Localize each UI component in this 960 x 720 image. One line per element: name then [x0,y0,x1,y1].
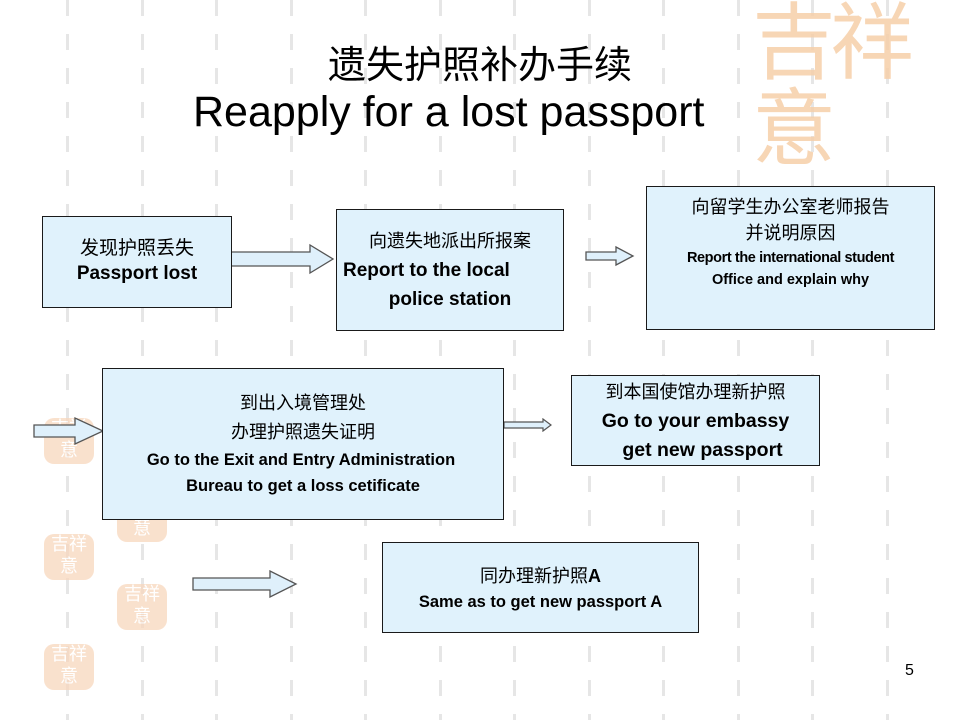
step-text-chinese: 向留学生办公室老师报告 [691,197,890,218]
page-number: 5 [905,662,914,679]
step-text-chinese: 发现护照丢失 [79,237,194,259]
step-text-suffix: A [588,566,601,586]
step-text-english: get new passport [622,439,783,461]
background-dashed-line [811,0,814,720]
arrow-right-icon [585,245,635,267]
step-text-chinese: 向遗失地派出所报案 [369,231,531,252]
step-text-english: Bureau to get a loss cetificate [186,477,420,495]
step-text-english: Passport lost [76,263,198,284]
seal-decoration: 吉祥意 [44,644,94,690]
seal-decoration: 吉祥意 [117,584,167,630]
step-text-english: Go to your embassy [601,410,790,432]
step-box-passport-lost: 发现护照丢失 Passport lost [42,216,232,308]
step-text-english: Report the international student [686,250,895,266]
seal-decoration-large: 吉祥意 [752,0,914,178]
background-dashed-line [886,0,889,720]
step-text-chinese: 到本国使馆办理新护照 [605,382,786,403]
background-dashed-line [364,0,367,720]
background-dashed-line [588,0,591,720]
slide-title-english: Reapply for a lost passport [193,88,705,136]
background-dashed-line [290,0,293,720]
step-text-chinese: 到出入境管理处 [240,393,366,414]
step-text-english: Go to the Exit and Entry Administration [146,451,456,469]
step-box-report-police: 向遗失地派出所报案 Report to the local police sta… [336,209,564,331]
step-text-chinese: 同办理新护照 [480,566,588,587]
background-dashed-line [66,0,69,720]
background-dashed-line [141,0,144,720]
step-text-chinese-line: 同办理新护照A [383,563,698,590]
step-text-english: Same as to get new passport A [418,593,663,611]
step-box-embassy: 到本国使馆办理新护照 Go to your embassy get new pa… [571,375,820,466]
step-box-same-as-a: 同办理新护照A Same as to get new passport A [382,542,699,633]
background-dashed-line [737,0,740,720]
step-box-exit-entry: 到出入境管理处 办理护照遗失证明 Go to the Exit and Entr… [102,368,504,520]
background-dashed-line [513,0,516,720]
arrow-right-icon [503,418,552,432]
arrow-right-icon [33,416,105,446]
background-dashed-line [662,0,665,720]
arrow-right-icon [192,570,298,598]
step-box-report-office: 向留学生办公室老师报告 并说明原因 Report the internation… [646,186,935,330]
step-text-english: police station [388,289,512,310]
step-text-chinese: 并说明原因 [745,223,836,244]
background-dashed-line [439,0,442,720]
step-text-chinese: 办理护照遗失证明 [231,422,375,443]
background-dashed-line [215,0,218,720]
step-text-english: Report to the local [343,260,510,281]
slide-title-chinese: 遗失护照补办手续 [327,43,632,87]
step-text-english: Office and explain why [711,272,870,288]
seal-decoration: 吉祥意 [44,534,94,580]
arrow-right-icon [230,243,335,275]
